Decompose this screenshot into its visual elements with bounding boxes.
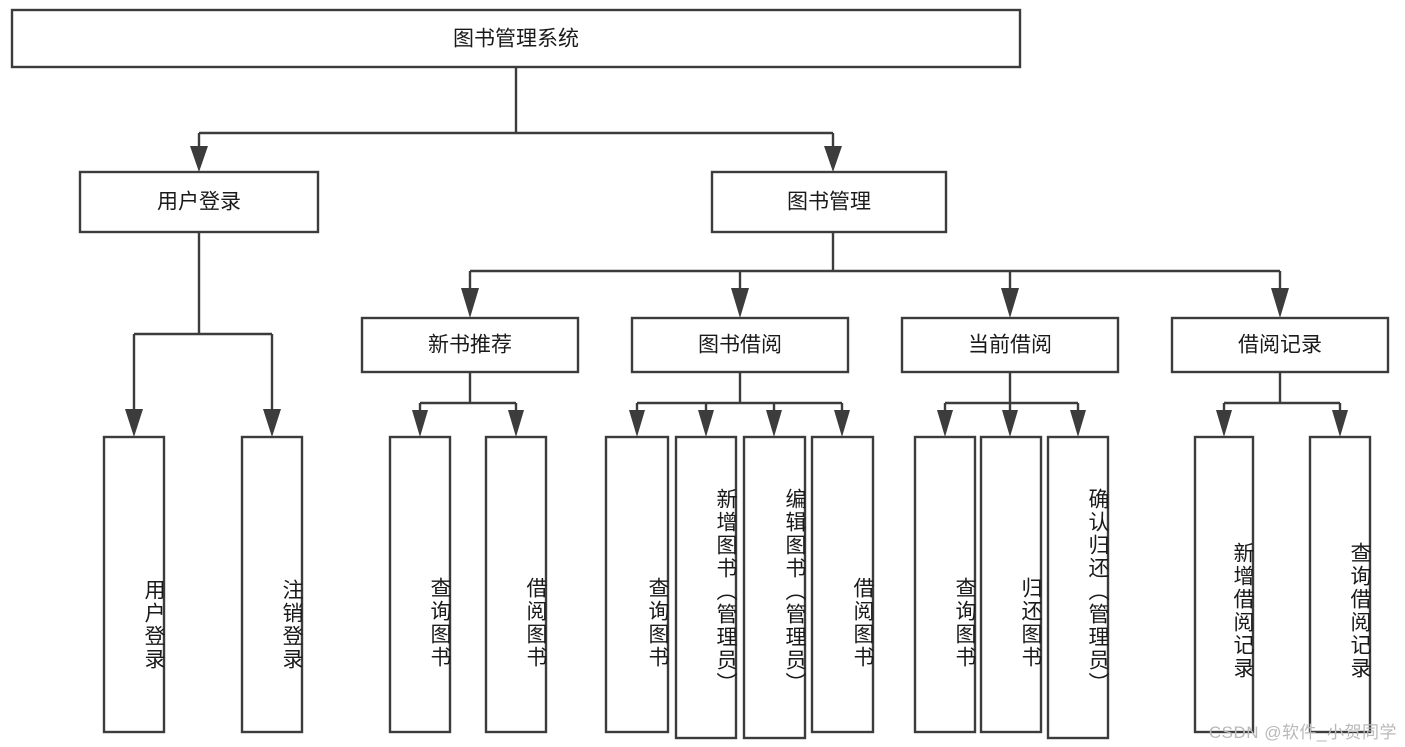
node-new-book-recommend[interactable]	[360, 316, 580, 374]
arrow-to-leaf-add-record	[1216, 410, 1232, 437]
node-leaf-confirm-return[interactable]	[1046, 435, 1110, 740]
arrow-to-leaf-return-book	[1002, 410, 1018, 437]
arrow-to-leaf-query-record	[1332, 410, 1348, 437]
label-new-book-recommend: 新书推荐	[428, 334, 512, 357]
node-leaf-return-book[interactable]	[979, 435, 1043, 734]
node-user-login[interactable]	[78, 170, 320, 234]
node-leaf-query-book-3[interactable]	[913, 435, 977, 734]
arrow-to-borrow-record	[1271, 288, 1289, 318]
label-borrow-record: 借阅记录	[1238, 334, 1322, 357]
horizontal-label-layer: 图书管理系统 用户登录 图书管理 新书推荐 图书借阅 当前借阅 借阅记录	[157, 28, 1322, 357]
node-leaf-borrow-book-1[interactable]	[484, 435, 548, 734]
label-book-borrow: 图书借阅	[698, 334, 782, 357]
node-leaf-query-book-1[interactable]	[388, 435, 452, 734]
arrow-to-current-borrow	[1001, 288, 1019, 318]
node-book-manage[interactable]	[710, 170, 948, 234]
node-leaf-query-book-2[interactable]	[604, 435, 670, 734]
arrow-to-leaf-confirm-return	[1070, 410, 1086, 437]
arrow-to-leaf-add-book	[698, 410, 714, 437]
arrow-to-leaf-borrow-book-2	[834, 410, 850, 437]
node-leaf-add-book[interactable]	[674, 435, 738, 740]
arrow-to-leaf-user-login	[125, 409, 143, 437]
node-current-borrow[interactable]	[900, 316, 1120, 374]
arrow-to-new-book-rec	[461, 288, 479, 318]
arrow-to-leaf-logout	[263, 409, 281, 437]
label-user-login: 用户登录	[157, 191, 241, 214]
arrow-to-leaf-query-book-2	[629, 410, 645, 437]
arrow-to-leaf-borrow-book-1	[508, 410, 524, 437]
arrow-to-book-borrow	[731, 288, 749, 318]
node-leaf-logout[interactable]	[240, 435, 304, 734]
node-leaf-edit-book[interactable]	[742, 435, 807, 740]
label-book-manage: 图书管理	[787, 191, 871, 214]
watermark-text: CSDN @软件_小贺同学	[1208, 723, 1397, 742]
connector-layer	[125, 67, 1348, 437]
node-book-borrow[interactable]	[630, 316, 850, 374]
node-borrow-record[interactable]	[1170, 316, 1390, 374]
node-leaf-query-record[interactable]	[1308, 435, 1372, 734]
arrow-to-leaf-edit-book	[766, 410, 782, 437]
label-current-borrow: 当前借阅	[968, 334, 1052, 357]
label-root: 图书管理系统	[453, 28, 579, 51]
node-leaf-user-login[interactable]	[102, 435, 166, 734]
node-leaf-borrow-book-2[interactable]	[810, 435, 875, 734]
node-layer	[10, 8, 1390, 740]
node-root[interactable]	[10, 8, 1022, 69]
arrow-to-user-login	[190, 146, 208, 172]
arrow-to-leaf-query-book-3	[937, 410, 953, 437]
arrow-to-leaf-query-book-1	[412, 410, 428, 437]
node-leaf-add-record[interactable]	[1193, 435, 1255, 734]
arrow-to-book-manage	[824, 146, 842, 172]
